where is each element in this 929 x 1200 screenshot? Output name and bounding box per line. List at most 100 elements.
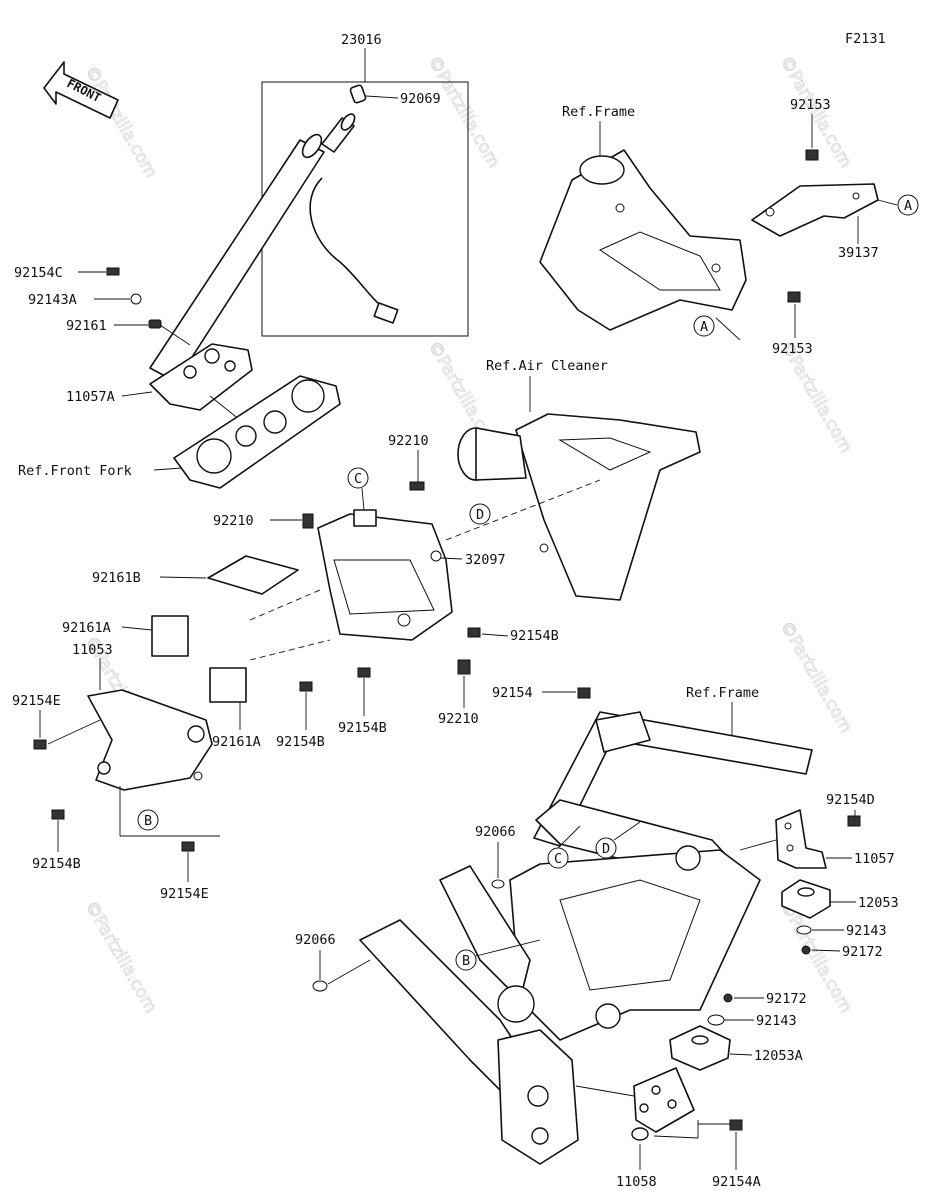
bracket-11057 [775,809,827,869]
harness-box [261,81,469,337]
harness-group: 23016 92069 [149,32,469,383]
label-92210-c: 92210 [438,711,479,727]
rubber-12053A [669,1025,731,1071]
bolt-92154A [729,1119,743,1131]
frame-neck [539,149,747,331]
label-ref-frame-main: Ref.Frame [686,685,759,701]
label-92066-b: 92066 [295,932,336,948]
nut-92172-a [801,945,811,955]
label-92143A: 92143A [28,292,77,308]
nut-92172-b [723,993,733,1003]
grommet-92161 [148,319,162,329]
pad-92161A-a [151,615,189,657]
front-fork-clamp: Ref.Front Fork [18,375,341,489]
label-11057: 11057 [854,851,895,867]
label-12053A: 12053A [754,1048,803,1064]
label-92161B: 92161B [92,570,141,586]
callout-a2-circle [693,315,715,337]
label-92154B-d: 92154B [32,856,81,872]
pad-92161A-b [209,667,247,703]
label-92154C: 92154C [14,265,63,281]
label-32097: 32097 [465,552,506,568]
label-92161A-b: 92161A [212,734,261,750]
washer-92143A [130,293,142,305]
label-23016: 23016 [341,32,382,48]
callout-c-circle [347,467,369,489]
right-mounts-group: 92154D 11057 12053 92143 92172 92172 921… [575,792,899,1190]
bolt-92154B-a [467,627,481,638]
main-frame-group: Ref.Frame 92154 C D B 92066 920 [295,685,813,1165]
callout-b2: B [462,953,470,969]
mount-c [353,509,377,527]
callout-d2: D [602,841,610,857]
left-bracket-group: 92154C 92143A 92161 11057A [14,265,253,421]
label-92154A: 92154A [712,1174,761,1190]
figure-code: F2131 [845,31,886,47]
bolt-92154E-a [33,739,47,750]
bolt-92154B-d [51,809,65,820]
label-39137: 39137 [838,245,879,261]
clip-92210-c [457,659,471,675]
label-92154-main: 92154 [492,685,533,701]
frame-body [509,849,761,1041]
bolt-92153-top [805,149,819,161]
callout-c2: C [554,851,562,867]
bracket-39137 [751,183,879,237]
bolt-92154B-b [299,681,313,692]
clip-92210-a [409,481,425,491]
label-11058: 11058 [616,1174,657,1190]
callout-d-circle [469,503,491,525]
label-92154B-b: 92154B [276,734,325,750]
plug-92066-b [312,980,328,992]
bracket-11057A [149,343,253,411]
label-11057A: 11057A [66,389,115,405]
label-92066-a: 92066 [475,824,516,840]
label-92161A-a: 92161A [62,620,111,636]
label-92210-a: 92210 [388,433,429,449]
bolt-92154B-c [357,667,371,678]
frame-neck-group: Ref.Frame A 39137 92153 92153 A [539,97,919,357]
label-92154B-a: 92154B [510,628,559,644]
label-11053: 11053 [72,642,113,658]
lower-left-bracket-group: 92161A 11053 92161A 92154E 92154B B 9215… [12,615,261,902]
harness-tube [149,139,325,383]
label-ref-air-cleaner: Ref.Air Cleaner [486,358,608,374]
washer-92143-b [707,1014,725,1026]
label-92154E-a: 92154E [12,693,61,709]
screw-92154C [106,267,120,276]
watermark: ©Partzilla.com [81,898,161,1017]
bracket-11058 [633,1067,695,1133]
cap-92069 [349,84,367,104]
label-92154E-b: 92154E [160,886,209,902]
label-ref-front-fork: Ref.Front Fork [18,463,132,479]
callout-a: A [904,198,912,214]
battery-case-group: 32097 C D 92210 92210 92161B 92154B 9215… [92,433,601,750]
clip-92210-b [302,513,314,529]
callout-a-circle [897,194,919,216]
plug-92066-a [491,879,505,889]
label-92210-b: 92210 [213,513,254,529]
label-92161: 92161 [66,318,107,334]
label-12053: 12053 [858,895,899,911]
label-92172-a: 92172 [842,944,883,960]
bolt-92153-bottom [787,291,801,303]
label-92154B-c: 92154B [338,720,387,736]
bolt-92154D [847,815,861,827]
callout-d2-circle [595,837,617,859]
callout-a2: A [700,319,708,335]
callout-b2-circle [455,949,477,971]
callout-c: C [354,471,362,487]
bolt-92154 [577,687,591,699]
label-92143-a: 92143 [846,923,887,939]
watermark: ©Partzilla.com [81,63,161,182]
label-92172-b: 92172 [766,991,807,1007]
frame-top-bracket [595,711,651,753]
air-cleaner-group: Ref.Air Cleaner [457,358,701,601]
frame-mid-tube [439,865,531,1001]
pad-92161B [207,555,299,595]
label-92154D: 92154D [826,792,875,808]
callout-d: D [476,507,484,523]
harness-connector [373,302,399,324]
watermark: ©Partzilla.com [424,53,504,172]
